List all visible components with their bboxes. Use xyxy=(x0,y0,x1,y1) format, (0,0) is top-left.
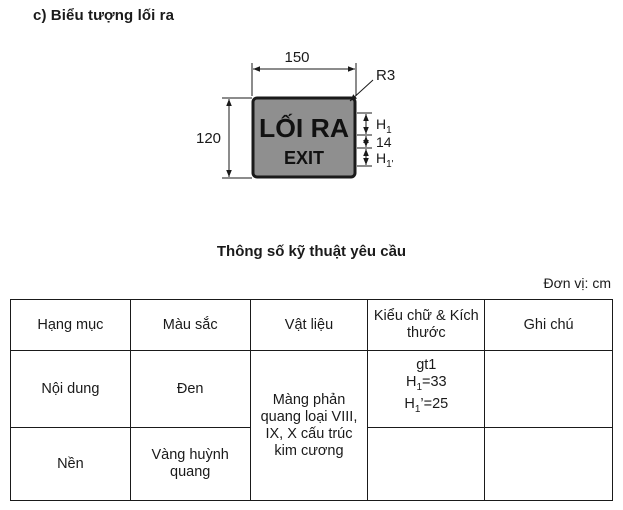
cell-size: gt1 H1=33 H1’=25 xyxy=(367,350,486,428)
sign-main-text: LỐI RA xyxy=(259,113,349,143)
section-heading: c) Biểu tượng lối ra xyxy=(33,7,175,24)
header-notes: Ghi chú xyxy=(484,299,613,351)
spec-table: Hạng mục Màu sắc Vật liệu Kiểu chữ & Kíc… xyxy=(10,299,613,501)
h1-sub: 1 xyxy=(386,125,392,136)
radius-annotation: R3 xyxy=(349,67,395,102)
cell-notes xyxy=(484,427,613,501)
cell-category: Nền xyxy=(10,427,131,501)
cell-notes xyxy=(484,350,613,428)
header-color: Màu sắc xyxy=(129,299,251,351)
cell-material: Màng phản quang loại VIII, IX, X cấu trú… xyxy=(249,350,369,501)
header-size: Kiểu chữ & Kích thước xyxy=(367,299,486,351)
exit-sign-drawing: 150 120 LỐI RA EXIT R3 H1 14 H1' xyxy=(196,49,395,179)
height-dimension-label: 120 xyxy=(196,130,221,147)
size-font: gt1 xyxy=(416,357,437,373)
size-h1: H1=33 xyxy=(405,374,447,393)
width-dimension-label: 150 xyxy=(284,49,309,66)
table-row: Nền Vàng huỳnh quang xyxy=(10,427,613,501)
spec-title: Thông số kỹ thuật yêu cầu xyxy=(216,243,407,260)
header-category: Hạng mục xyxy=(10,299,131,351)
width-dimension: 150 xyxy=(251,49,357,96)
height-dimension: 120 xyxy=(196,97,252,179)
svg-text:H1: H1 xyxy=(376,116,392,136)
h1p-label: H xyxy=(376,150,386,166)
sign-sub-text: EXIT xyxy=(284,148,324,168)
h1-label: H xyxy=(376,116,386,132)
h1p-sub: 1' xyxy=(386,159,394,170)
header-material: Vật liệu xyxy=(249,299,369,351)
cell-color: Vàng huỳnh quang xyxy=(129,427,251,501)
cell-size xyxy=(367,427,486,501)
gap-label: 14 xyxy=(376,134,392,150)
cell-category: Nội dung xyxy=(10,350,131,428)
sign-plate xyxy=(251,96,357,179)
size-h1p: H1’=25 xyxy=(404,395,449,415)
table-row: Nội dung Đen Màng phản quang loại VIII, … xyxy=(10,350,613,501)
text-height-dimensions: H1 14 H1' xyxy=(357,112,394,170)
unit-label: Đơn vị: cm xyxy=(543,275,611,291)
table-header-row: Hạng mục Màu sắc Vật liệu Kiểu chữ & Kíc… xyxy=(10,299,613,351)
radius-label: R3 xyxy=(376,67,395,84)
cell-color: Đen xyxy=(129,350,251,428)
svg-text:H1': H1' xyxy=(376,150,394,170)
